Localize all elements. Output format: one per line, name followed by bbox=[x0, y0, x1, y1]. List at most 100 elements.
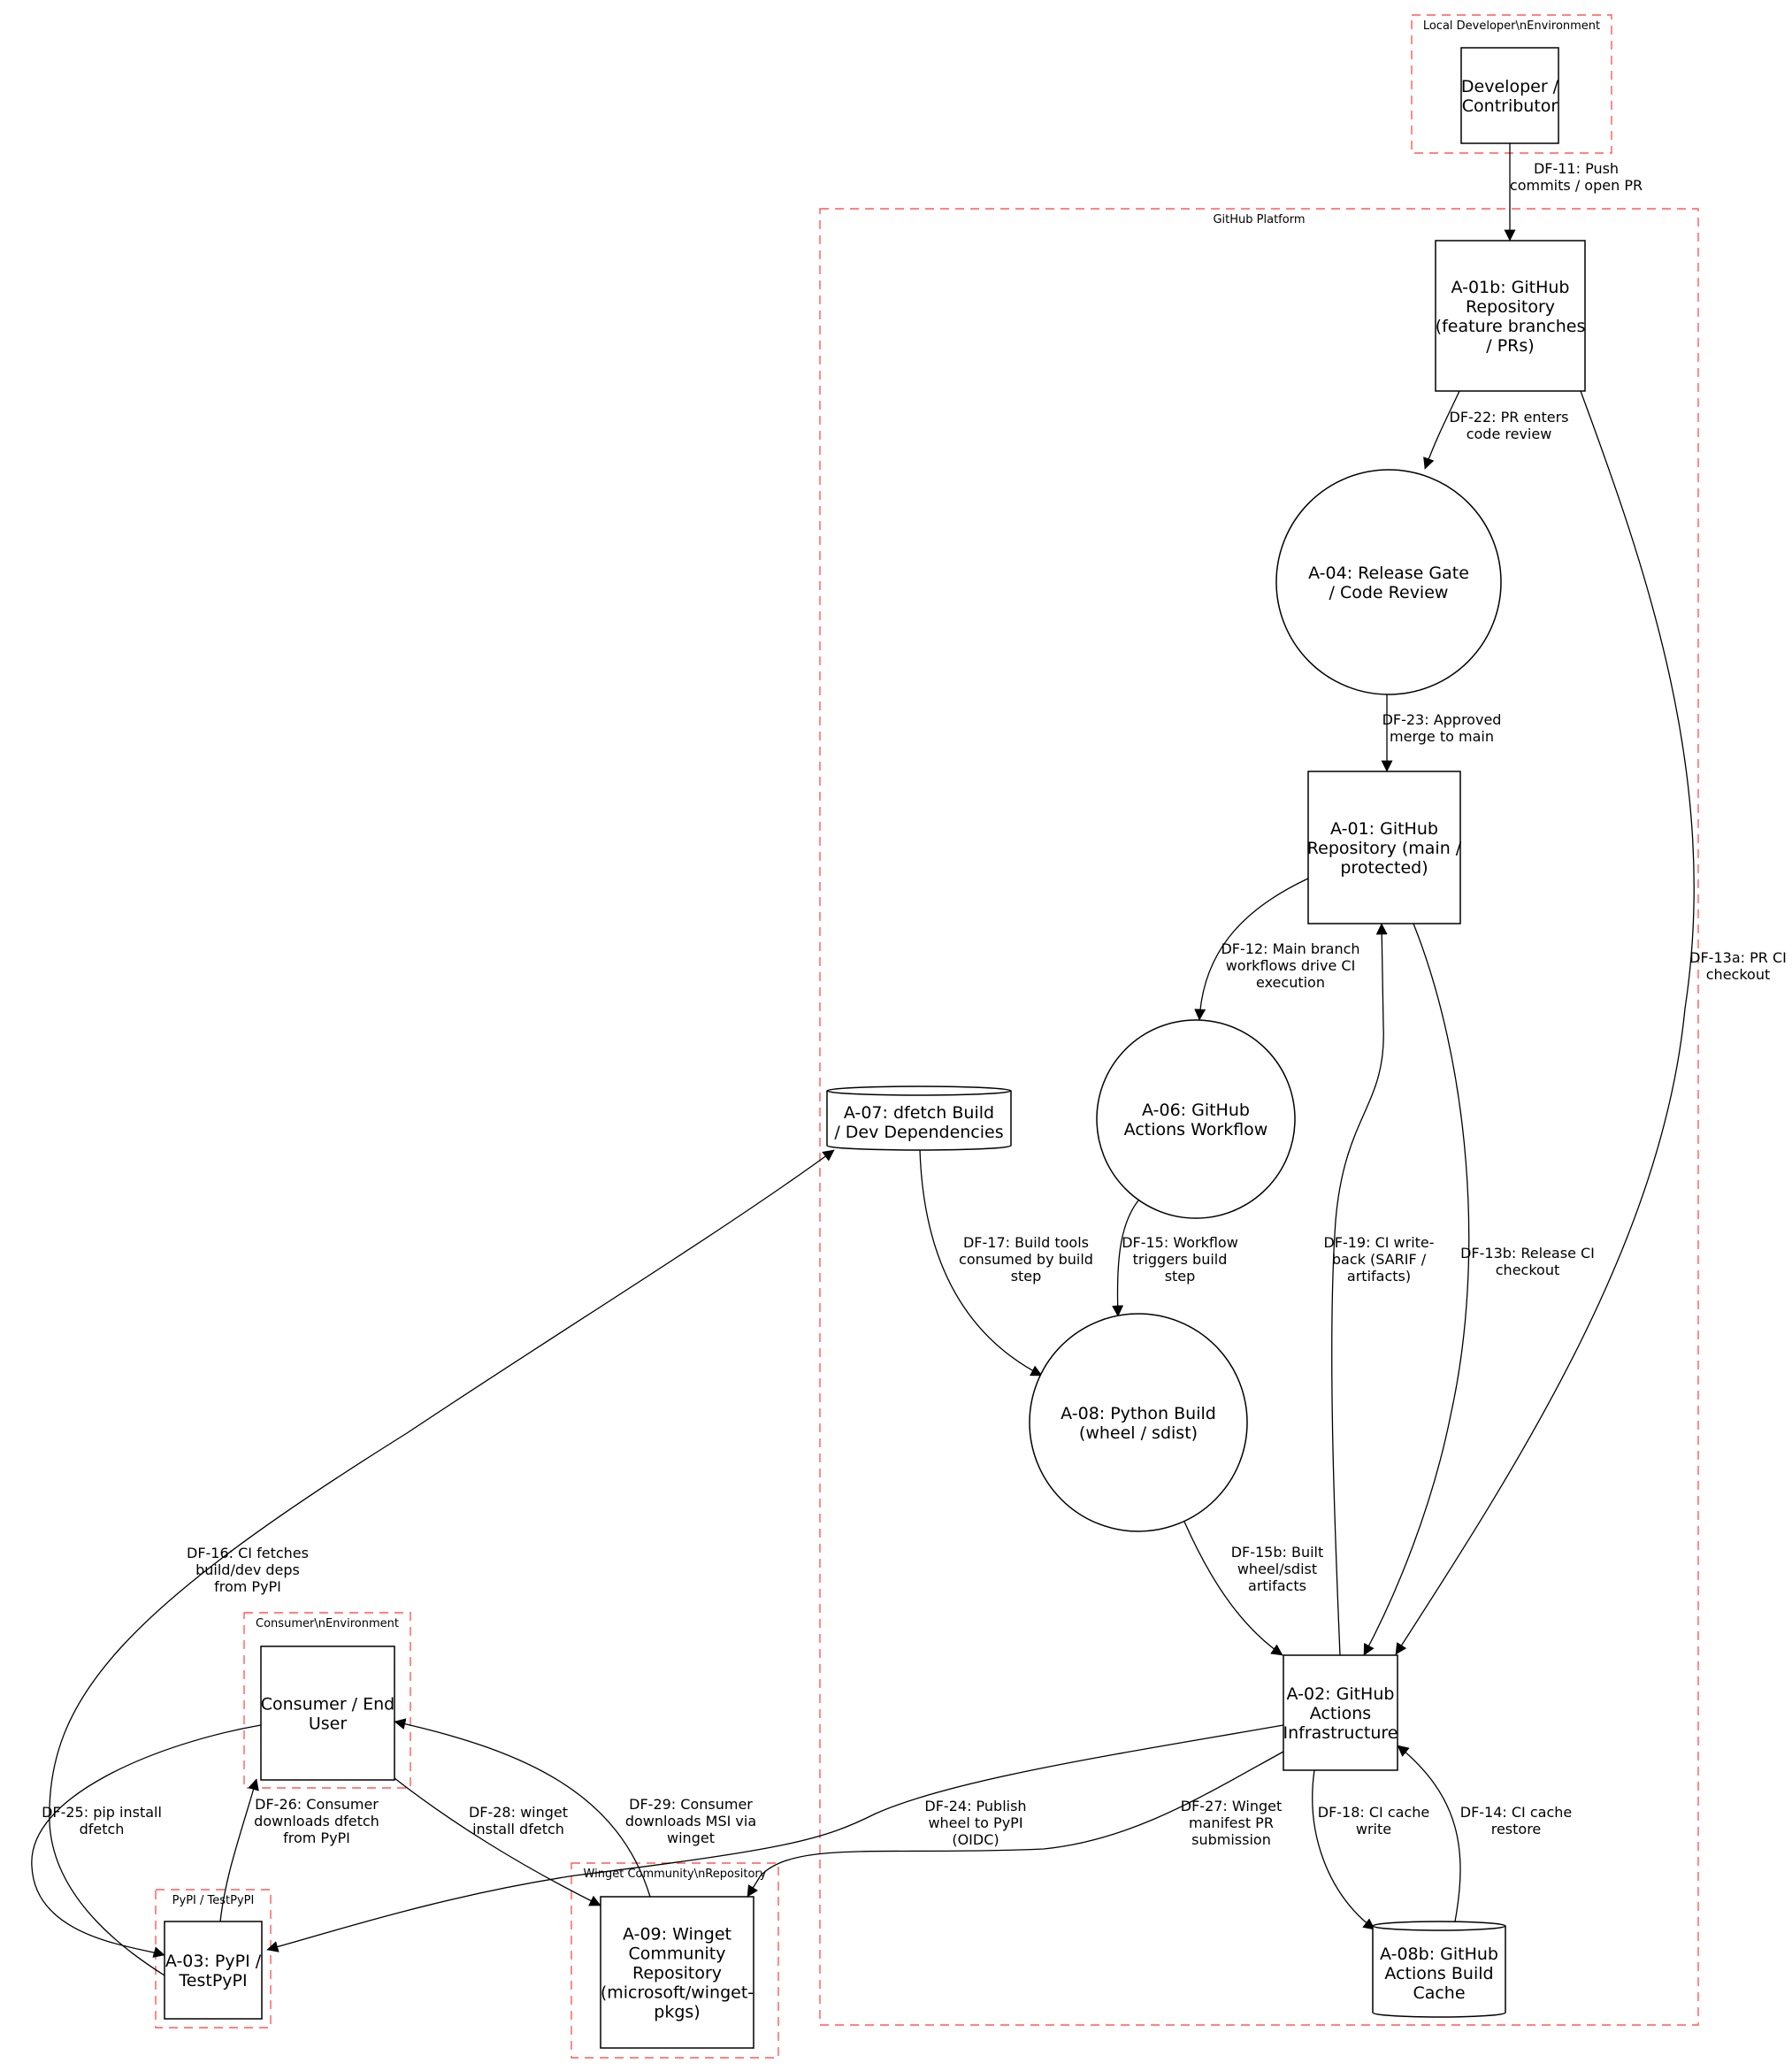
trust-boundary-label: Winget Community\nRepository bbox=[584, 1868, 767, 1881]
flow-label-line: from PyPI bbox=[214, 1578, 281, 1595]
node-label-line: A-08: Python Build bbox=[1061, 1404, 1216, 1423]
trust-boundary-label: Consumer\nEnvironment bbox=[256, 1617, 399, 1630]
external-entity-box bbox=[260, 1645, 395, 1781]
flow-label-line: DF-18: CI cache bbox=[1318, 1804, 1430, 1821]
external-entity-box bbox=[1283, 1654, 1398, 1771]
flow-label-line: DF-27: Winget bbox=[1181, 1798, 1282, 1814]
flow-label-line: triggers build bbox=[1133, 1251, 1228, 1268]
flow-label-line: DF-29: Consumer bbox=[629, 1796, 753, 1813]
flow-label-line: step bbox=[1165, 1268, 1196, 1285]
node-dev: Developer /Contributor bbox=[1460, 47, 1559, 144]
node-label-line: TestPyPI bbox=[178, 1971, 247, 1990]
trust-boundary-frame bbox=[571, 1862, 779, 2059]
flow-label-line: wheel to PyPI bbox=[928, 1814, 1022, 1831]
flow-label-line: checkout bbox=[1706, 966, 1770, 983]
flow-arrow-df18 bbox=[1312, 1769, 1375, 1930]
node-label-line: Infrastructure bbox=[1283, 1723, 1398, 1743]
trust-boundary-frame bbox=[243, 1612, 411, 1789]
node-label-line: A-04: Release Gate bbox=[1308, 564, 1469, 583]
node-label-line: A-03: PyPI / bbox=[165, 1952, 262, 1971]
trust-boundary-pypi: PyPI / TestPyPI bbox=[155, 1889, 272, 2029]
datastore-cylinder bbox=[826, 1085, 1012, 1151]
flow-label-line: DF-15: Workflow bbox=[1122, 1234, 1238, 1251]
flow-label-line: code review bbox=[1467, 426, 1552, 442]
node-label-line: Consumer / End bbox=[261, 1695, 394, 1714]
flow-label-line: winget bbox=[667, 1829, 715, 1846]
trust-boundary-winget: Winget Community\nRepository bbox=[571, 1862, 779, 2059]
external-entity-box bbox=[1435, 240, 1586, 392]
trust-boundary-frame bbox=[155, 1889, 272, 2029]
node-label-line: protected) bbox=[1340, 858, 1428, 878]
flow-label-line: downloads dfetch bbox=[254, 1813, 379, 1829]
flow-label-line: DF-25: pip install bbox=[42, 1804, 162, 1821]
trust-boundary-frame bbox=[819, 208, 1699, 2026]
node-label-line: Repository (main / bbox=[1307, 839, 1462, 858]
node-label-line: A-01: GitHub bbox=[1330, 819, 1438, 839]
node-label-line: A-09: Winget bbox=[623, 1925, 731, 1944]
node-label-line: A-07: dfetch Build bbox=[844, 1103, 994, 1123]
flow-arrow-df12 bbox=[1194, 878, 1309, 1021]
node-label-line: / Code Review bbox=[1329, 583, 1449, 602]
flow-label-line: commits / open PR bbox=[1510, 177, 1643, 194]
node-a03: A-03: PyPI /TestPyPI bbox=[164, 1921, 263, 2020]
flow-arrow-df26 bbox=[219, 1778, 259, 1922]
node-label-line: Actions bbox=[1310, 1704, 1371, 1723]
flow-label-line: artifacts bbox=[1248, 1577, 1306, 1594]
flow-label-line: DF-26: Consumer bbox=[255, 1796, 379, 1813]
flow-label-line: step bbox=[1011, 1268, 1042, 1285]
trust-boundary-github: GitHub Platform bbox=[819, 208, 1699, 2026]
node-a08: A-08: Python Build(wheel / sdist) bbox=[1029, 1313, 1248, 1532]
trust-boundary-label: Local Developer\nEnvironment bbox=[1423, 19, 1600, 33]
flow-arrow-df14 bbox=[1397, 1745, 1461, 1922]
trust-boundary-local: Local Developer\nEnvironment bbox=[1411, 14, 1612, 154]
external-entity-box bbox=[164, 1921, 263, 2020]
flow-label-line: execution bbox=[1256, 974, 1325, 991]
flow-label-line: merge to main bbox=[1390, 728, 1494, 745]
flow-label-line: DF-15b: Built bbox=[1231, 1544, 1324, 1561]
flow-label-line: DF-17: Build tools bbox=[963, 1234, 1089, 1251]
node-label-line: Cache bbox=[1413, 1983, 1465, 2003]
node-label-line: User bbox=[309, 1714, 347, 1734]
flow-arrow-df28 bbox=[394, 1777, 601, 1906]
flow-label-line: wheel/sdist bbox=[1237, 1561, 1317, 1577]
flow-label-line: DF-13a: PR CI bbox=[1689, 949, 1787, 966]
flow-label-line: artifacts) bbox=[1347, 1268, 1411, 1285]
flow-arrow-df15b bbox=[1183, 1521, 1283, 1656]
node-a04: A-04: Release Gate/ Code Review bbox=[1275, 469, 1502, 695]
node-label-line: / PRs) bbox=[1486, 336, 1534, 356]
flow-arrow-df15 bbox=[1112, 1200, 1139, 1317]
node-label-line: (microsoft/winget- bbox=[601, 1983, 754, 2003]
flow-label-line: DF-23: Approved bbox=[1382, 711, 1502, 728]
node-label-line: / Dev Dependencies bbox=[834, 1123, 1003, 1142]
node-label-line: A-06: GitHub bbox=[1142, 1101, 1250, 1120]
node-label-line: Contributor bbox=[1462, 96, 1558, 116]
flow-label-line: DF-24: Publish bbox=[924, 1798, 1026, 1814]
flow-label-line: DF-12: Main branch bbox=[1221, 940, 1359, 957]
process-circle bbox=[1096, 1019, 1296, 1219]
flow-label-line: consumed by build bbox=[959, 1251, 1093, 1268]
flow-label-line: DF-11: Push bbox=[1534, 160, 1619, 177]
node-label-line: (wheel / sdist) bbox=[1079, 1423, 1198, 1443]
flow-label-line: DF-13b: Release CI bbox=[1460, 1245, 1595, 1262]
flow-label-line: write bbox=[1356, 1821, 1391, 1837]
flow-arrow-df29 bbox=[394, 1718, 651, 1898]
